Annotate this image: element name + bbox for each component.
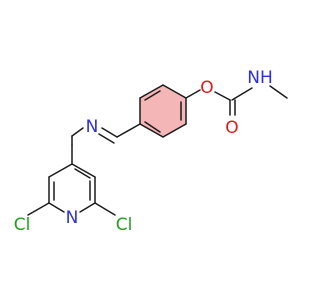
benzene-ring-highlight (140, 85, 186, 137)
chlorine-left-label: Cl (14, 215, 31, 235)
amine-nitrogen-label: NH (247, 68, 273, 88)
bond (79, 202, 96, 213)
bond (71, 127, 84, 137)
pyridine-nitrogen-label: N (66, 208, 79, 228)
bond (162, 84, 187, 99)
bond (185, 89, 201, 99)
bond (48, 163, 73, 178)
bond (162, 123, 187, 138)
bond (214, 91, 231, 101)
bond (231, 87, 253, 101)
imine-nitrogen-label: N (86, 117, 99, 137)
bond (94, 202, 116, 216)
bond (116, 123, 141, 138)
atom-labels: NH O O N N Cl Cl (14, 68, 273, 235)
structure-diagram: NH O O N N Cl Cl (14, 68, 288, 235)
bond (139, 123, 164, 138)
bonds (27, 84, 288, 216)
bond (139, 84, 164, 99)
molecule-canvas: NH O O N N Cl Cl (14, 68, 288, 235)
carbonyl-oxygen-label: O (225, 118, 238, 138)
bond (144, 121, 161, 133)
bond (71, 163, 96, 178)
bond (74, 168, 91, 179)
ester-oxygen-label: O (200, 78, 213, 98)
bond (27, 202, 50, 216)
bond (98, 133, 115, 144)
bond (101, 127, 118, 138)
chlorine-right-label: Cl (116, 215, 133, 235)
bond (48, 202, 65, 213)
bond (269, 85, 288, 99)
bond (144, 90, 161, 101)
